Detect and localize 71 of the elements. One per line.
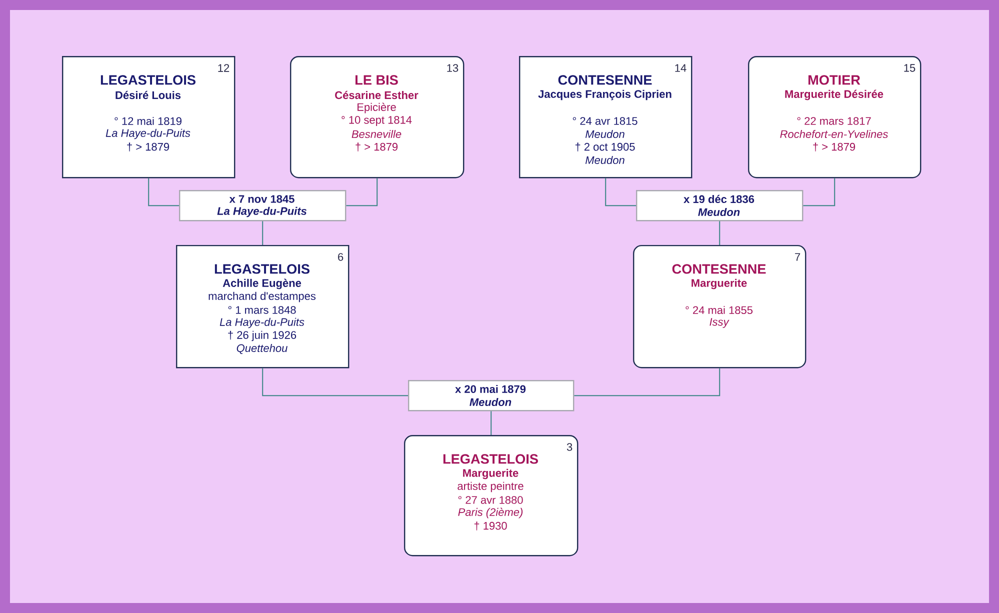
marriage-box [408,380,574,412]
birth-date: ° 24 mai 1855 [686,306,753,314]
birth-date: ° 10 sept 1814 [342,116,412,126]
surname: CONTESENNE [672,264,766,274]
marriage-date: x 20 mai 1879 [455,384,526,394]
surname: LEGASTELOIS [443,454,538,464]
birthplace: Rochefort-en-Yvelines [780,130,888,138]
marriage-date: x 7 nov 1845 [229,195,294,203]
person-card [290,56,464,178]
marriage-place: Meudon [698,208,740,216]
ancestor-number: 12 [218,64,230,72]
birth-date: ° 27 avr 1880 [458,496,523,504]
person-card [62,56,236,178]
connector-line [262,220,264,246]
occupation: artiste peintre [458,482,524,492]
ancestor-number: 3 [566,443,572,451]
marriage-box [179,190,346,222]
birthplace: La Haye-du-Puits [220,318,304,328]
birthplace: Issy [710,318,730,328]
connector-line [346,178,378,206]
death-place: Meudon [585,156,624,164]
marriage-box [636,190,804,222]
ancestor-number: 15 [904,64,916,72]
surname: LEGASTELOIS [100,75,196,85]
birthplace: Meudon [585,130,624,138]
marriage-place: La Haye-du-Puits [217,206,307,218]
surname: MOTIER [808,75,860,85]
surname: LEGASTELOIS [214,264,310,274]
birthplace: La Haye-du-Puits [106,128,190,140]
birth-date: ° 24 avr 1815 [572,117,638,125]
surname: LE BIS [356,75,398,85]
given-names: Jacques François Ciprien [538,90,672,100]
birth-date: ° 1 mars 1848 [228,306,296,314]
person-card [519,56,692,178]
person-card [748,56,922,178]
connector-line [148,178,180,206]
given-names: Marguerite Désirée [785,90,884,100]
given-names: Marguerite [692,278,747,290]
death-date: † > 1879 [813,142,856,152]
connector-line [719,220,720,246]
connector-line [490,410,492,436]
death-date: † > 1879 [356,142,398,152]
birthplace: Paris (2ième) [458,508,523,518]
connector-line [574,368,720,396]
connector-line [605,178,636,206]
person-card [176,244,350,368]
death-date: † 2 oct 1905 [576,142,635,152]
death-date: † > 1879 [127,142,170,152]
death-date: † 1930 [474,522,507,530]
birthplace: Besneville [352,130,402,138]
death-place: Quettehou [236,344,288,354]
occupation: Epicière [358,102,396,114]
ancestor-number: 13 [447,64,458,72]
ancestor-number: 14 [675,64,686,72]
person-card [633,244,806,368]
connector-line [802,178,836,206]
person-card [404,434,578,556]
given-names: Marguerite [463,468,518,480]
marriage-date: x 19 déc 1836 [684,194,754,204]
marriage-place: Meudon [470,398,512,406]
surname: CONTESENNE [558,75,652,85]
ancestor-number: 7 [795,253,800,261]
occupation: marchand d'estampes [208,292,316,302]
death-date: † 26 juin 1926 [228,330,296,342]
given-names: Achille Eugène [222,278,302,290]
given-names: Désiré Louis [116,90,181,100]
connector-line [262,368,409,396]
birth-date: ° 12 mai 1819 [114,116,182,126]
given-names: Césarine Esther [335,90,418,100]
ancestor-number: 6 [338,253,344,261]
birth-date: ° 22 mars 1817 [797,117,871,125]
